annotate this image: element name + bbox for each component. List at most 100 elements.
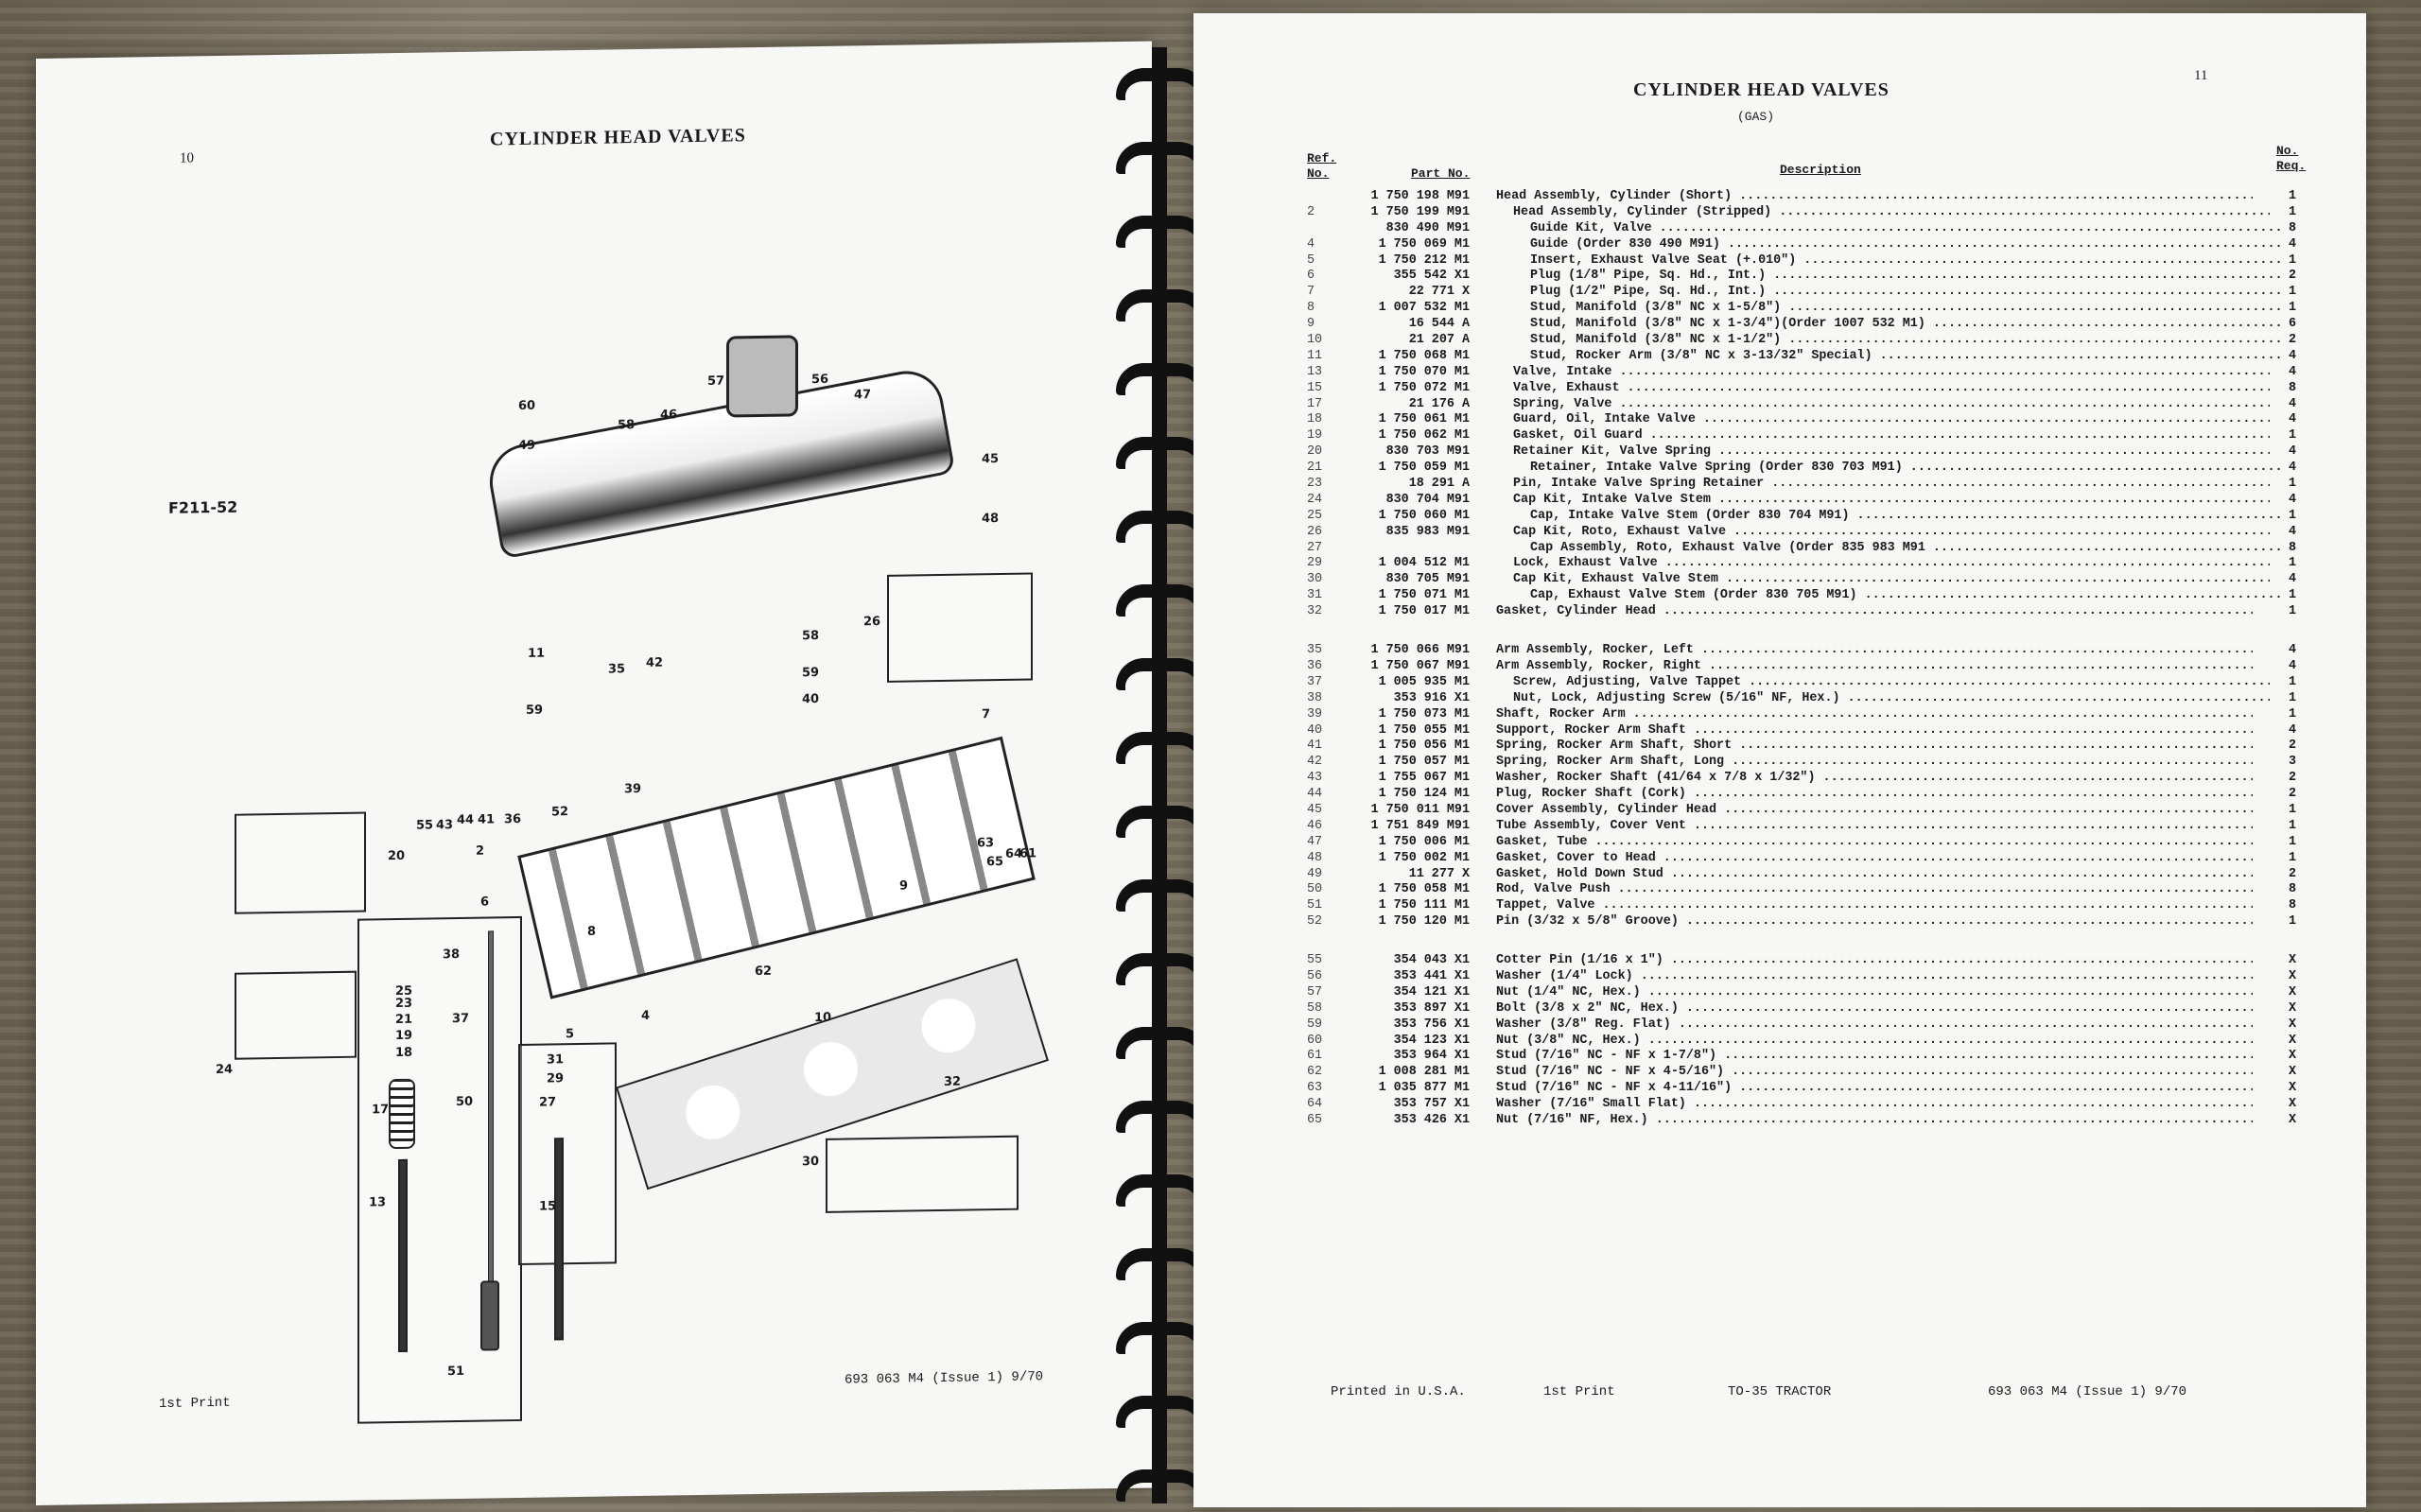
qty-cell: 1 bbox=[2281, 706, 2304, 723]
callout-56: 56 bbox=[811, 372, 829, 388]
description-cell: Valve, Exhaust bbox=[1496, 381, 2270, 397]
callout-45: 45 bbox=[982, 452, 1000, 467]
description-cell: Lock, Exhaust Valve bbox=[1496, 556, 2270, 572]
callout-63: 63 bbox=[977, 836, 995, 851]
ref-cell: 11 bbox=[1307, 348, 1323, 363]
part-number-cell: 1 750 124 M1 bbox=[1378, 787, 1470, 802]
ref-cell: 21 bbox=[1307, 461, 1323, 476]
part-number-cell: 1 750 055 M1 bbox=[1378, 722, 1470, 738]
qty-cell: 1 bbox=[2281, 604, 2304, 621]
callout-57: 57 bbox=[707, 374, 725, 389]
description-cell: Nut, Lock, Adjusting Screw (5/16" NF, He… bbox=[1496, 691, 2270, 707]
push-rod-shape bbox=[488, 930, 494, 1283]
callout-48: 48 bbox=[982, 512, 1000, 527]
callout-55: 55 bbox=[416, 818, 434, 833]
description-cell: Stud (7/16" NC - NF x 4-11/16") bbox=[1496, 1081, 2253, 1097]
parts-table: Ref. No. Part No. Description No. Req. 1… bbox=[1307, 117, 2309, 1129]
part-number-cell: 1 750 073 M1 bbox=[1378, 706, 1470, 721]
col-header-qty: No. Req. bbox=[2276, 144, 2307, 173]
qty-cell: 4 bbox=[2281, 412, 2304, 429]
description-cell: Plug (1/8" Pipe, Sq. Hd., Int.) bbox=[1496, 269, 2287, 285]
part-number-cell: 21 207 A bbox=[1408, 333, 1470, 348]
qty-cell: 4 bbox=[2281, 444, 2304, 461]
footer-doc-ref: 693 063 M4 (Issue 1) 9/70 bbox=[845, 1369, 1044, 1388]
callout-15: 15 bbox=[539, 1199, 557, 1214]
part-number-cell: 830 490 M91 bbox=[1385, 220, 1470, 235]
qty-cell: 8 bbox=[2281, 540, 2304, 557]
description-cell: Cap Assembly, Roto, Exhaust Valve (Order… bbox=[1496, 541, 2287, 557]
ref-cell: 44 bbox=[1307, 787, 1323, 802]
footer-print: 1st Print bbox=[1543, 1384, 1615, 1399]
part-number-cell: 354 043 X1 bbox=[1393, 953, 1470, 968]
description-cell: Gasket, Cover to Head bbox=[1496, 851, 2253, 867]
part-number-cell: 21 176 A bbox=[1408, 396, 1470, 411]
callout-17: 17 bbox=[372, 1103, 390, 1118]
description-cell: Gasket, Hold Down Stud bbox=[1496, 867, 2253, 883]
description-cell: Cap Kit, Exhaust Valve Stem bbox=[1496, 572, 2270, 588]
callout-21: 21 bbox=[395, 1012, 413, 1028]
qty-cell: 2 bbox=[2281, 866, 2304, 883]
qty-cell: 4 bbox=[2281, 524, 2304, 541]
ref-cell: 9 bbox=[1307, 317, 1315, 332]
ref-cell: 59 bbox=[1307, 1017, 1323, 1032]
description-cell: Washer, Rocker Shaft (41/64 x 7/8 x 1/32… bbox=[1496, 771, 2253, 787]
callout-58b: 58 bbox=[802, 628, 820, 644]
callout-61: 61 bbox=[1019, 846, 1037, 861]
qty-cell: 4 bbox=[2281, 348, 2304, 365]
callout-49: 49 bbox=[518, 438, 536, 453]
part-number-cell: 354 123 X1 bbox=[1393, 1033, 1470, 1048]
qty-cell: 2 bbox=[2281, 787, 2304, 803]
qty-cell: X bbox=[2281, 984, 2304, 1001]
footer-model: TO-35 TRACTOR bbox=[1728, 1384, 1832, 1399]
part-number-cell: 353 426 X1 bbox=[1393, 1112, 1470, 1127]
description-cell: Washer (1/4" Lock) bbox=[1496, 969, 2253, 985]
callout-26: 26 bbox=[863, 614, 881, 630]
description-cell: Spring, Rocker Arm Shaft, Short bbox=[1496, 739, 2253, 755]
part-number-cell: 353 441 X1 bbox=[1393, 968, 1470, 983]
ref-cell: 31 bbox=[1307, 588, 1323, 603]
ref-cell: 13 bbox=[1307, 364, 1323, 379]
description-cell: Tube Assembly, Cover Vent bbox=[1496, 819, 2253, 835]
description-cell: Cotter Pin (1/16 x 1") bbox=[1496, 953, 2253, 969]
part-number-cell: 1 750 067 M91 bbox=[1370, 658, 1470, 673]
part-number-cell: 1 750 057 M1 bbox=[1378, 755, 1470, 770]
right-page: 11 CYLINDER HEAD VALVES (GAS) Ref. No. P… bbox=[1193, 13, 2366, 1507]
description-cell: Cover Assembly, Cylinder Head bbox=[1496, 803, 2253, 819]
qty-cell: 1 bbox=[2281, 850, 2304, 867]
callout-62: 62 bbox=[755, 964, 773, 980]
left-page: 10 CYLINDER HEAD VALVES F211-52 60 58 49… bbox=[36, 41, 1152, 1505]
ref-cell: 32 bbox=[1307, 604, 1323, 619]
valve-cover-shape bbox=[483, 364, 956, 560]
description-cell: Cap, Intake Valve Stem (Order 830 704 M9… bbox=[1496, 509, 2287, 525]
part-number-cell: 1 750 120 M1 bbox=[1378, 914, 1470, 930]
part-number-cell: 1 750 111 M1 bbox=[1378, 898, 1470, 913]
part-number-cell: 22 771 X bbox=[1408, 285, 1470, 300]
qty-cell: 8 bbox=[2281, 898, 2304, 915]
qty-cell: 8 bbox=[2281, 882, 2304, 899]
qty-cell: X bbox=[2281, 1049, 2304, 1066]
ref-cell: 8 bbox=[1307, 301, 1315, 316]
ref-cell: 55 bbox=[1307, 953, 1323, 968]
callout-58: 58 bbox=[618, 418, 636, 433]
description-cell: Cap Kit, Roto, Exhaust Valve bbox=[1496, 525, 2270, 541]
col-header-ref: Ref. No. bbox=[1307, 151, 1337, 181]
callout-10: 10 bbox=[814, 1010, 832, 1026]
